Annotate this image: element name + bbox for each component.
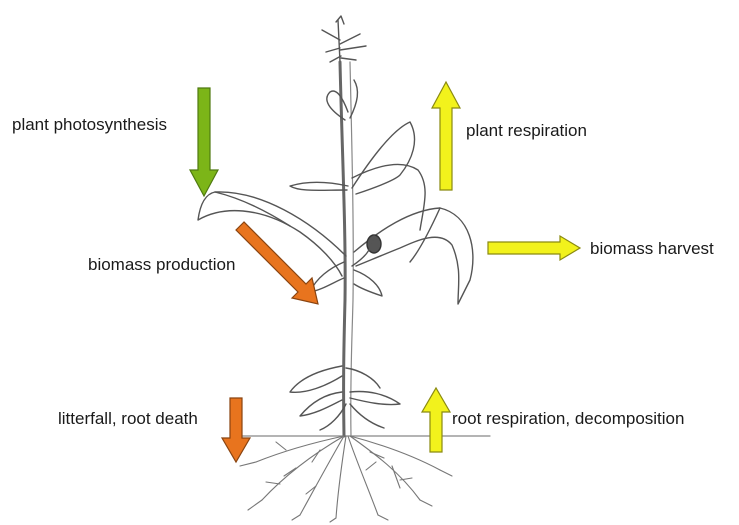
photosynthesis-arrow-icon [190, 88, 218, 196]
litterfall-root-death-label: litterfall, root death [58, 410, 198, 427]
litterfall-arrow-icon [222, 398, 250, 462]
tassel [322, 16, 366, 62]
plant-respiration-label: plant respiration [466, 122, 587, 139]
plant-respiration-arrow-icon [432, 82, 460, 190]
leaves [198, 80, 473, 430]
biomass-production-arrow-icon [236, 222, 318, 304]
root-respiration-arrow-icon [422, 388, 450, 452]
plant-photosynthesis-label: plant photosynthesis [12, 116, 167, 133]
root-respiration-decomposition-label: root respiration, decomposition [452, 410, 684, 427]
biomass-production-label: biomass production [88, 256, 235, 273]
biomass-harvest-label: biomass harvest [590, 240, 714, 257]
roots [240, 436, 452, 522]
biomass-harvest-arrow-icon [488, 236, 580, 260]
